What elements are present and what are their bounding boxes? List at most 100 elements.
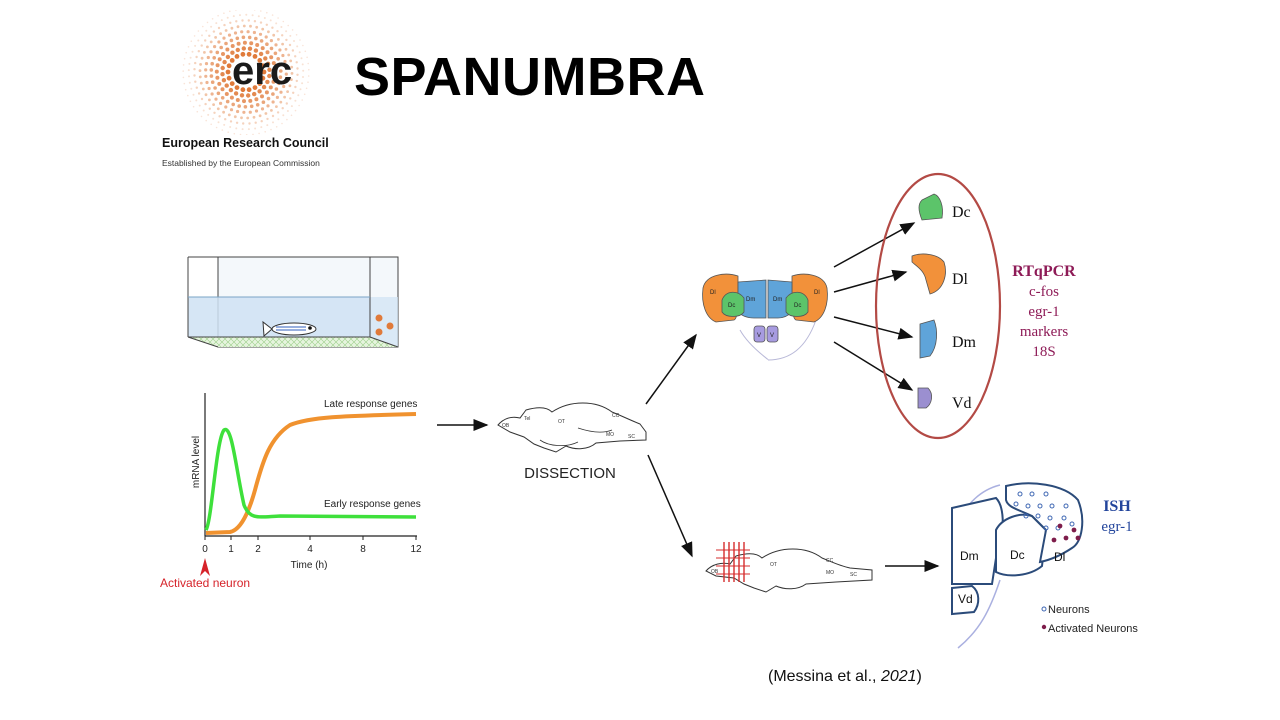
logo-dot [298,51,301,54]
neuron-dot [1035,513,1041,519]
logo-dot [229,58,235,63]
brain-label-ob: OB [502,423,510,429]
logo-dot [290,105,293,108]
logo-dot [221,78,227,83]
logo-dot [217,26,221,30]
logo-dot [283,95,286,99]
logo-dot [247,46,253,51]
logo-dot [208,98,211,102]
logo-dot [193,68,196,71]
neuron-dot [1043,491,1049,497]
logo-dot [261,84,267,90]
logo-dot [214,97,218,101]
logo-dot [189,56,192,59]
legend-neurons: Neurons [1048,604,1090,616]
logo-dot [264,131,266,133]
legend-activated-icon [1041,624,1047,630]
logo-dot [263,17,266,19]
logo-dot [254,109,259,113]
logo-dot [204,62,209,66]
logo-dot [211,18,214,20]
logo-dot [285,30,288,33]
logo-dot [229,21,232,24]
logo-dot [240,87,246,93]
logo-dot [248,122,251,125]
ish-label-dl: Dl [1054,550,1065,564]
brain-label-mo: MO [826,570,834,576]
logo-dot [258,32,263,36]
logo-dot [215,22,218,25]
logo-dot [291,49,295,52]
logo-dot [209,74,214,78]
logo-dot [235,10,237,11]
logo-dot [290,72,294,75]
logo-dot [271,100,275,104]
logo-dot [307,81,309,83]
logo-dot [220,87,225,92]
erc-logo-acronym: erc [232,49,292,93]
section-label: Dl [710,290,716,296]
logo-dot [227,131,229,133]
logo-dot [284,72,288,76]
logo-dot [257,81,263,86]
logo-dot [272,121,274,124]
brain-label-ot: OT [770,562,777,568]
logo-dot [257,89,262,94]
logo-dot [284,66,288,70]
logo-dot [188,62,191,65]
logo-dot [210,92,214,96]
logo-dot [208,107,211,110]
neuron-dot [1029,491,1035,497]
logo-dot [251,14,254,17]
brain-label-cc: CC [826,558,834,564]
logo-dot [236,109,240,114]
logo-dot [248,98,253,103]
rtqpcr-item: egr-1 [1028,304,1059,320]
logo-dot [235,47,240,53]
logo-dot [284,47,288,51]
logo-dot [278,75,283,79]
logo-dot [236,25,240,29]
logo-dot [197,30,200,32]
rtqpcr-text: RTqPCR c-fos egr-1 markers 18S [1012,263,1076,360]
logo-dot [217,40,221,44]
ish-label-dc: Dc [1010,548,1025,562]
neuron-dot [1043,525,1049,531]
logo-dot [201,87,205,91]
region-dc-shape [918,193,943,221]
logo-dot [267,30,270,34]
logo-dot [204,102,207,106]
logo-dot [267,67,272,72]
logo-dot [200,44,203,47]
zebrafish-icon [262,320,317,338]
logo-dot [260,10,262,12]
logo-dot [296,73,299,76]
logo-dot [271,61,276,66]
logo-dot [252,54,258,59]
x-tick-label: 1 [228,544,234,555]
ish-region-vd [951,584,980,616]
logo-dot [294,109,297,112]
logo-dot [210,25,213,28]
logo-dot [225,54,231,60]
logo-dot [190,87,193,90]
logo-dot [223,12,225,14]
logo-dot [241,35,246,40]
logo-dot [277,81,281,86]
logo-dot [222,36,226,40]
logo-dot [255,103,260,107]
logo-dot [279,90,283,94]
logo-dot [232,15,235,18]
logo-dot [249,24,252,28]
logo-dot [212,117,215,120]
brain-label-mo: MO [606,432,614,438]
logo-dot [237,104,241,108]
orange-dot [375,328,383,336]
logo-dot [255,43,260,47]
logo-dot [221,52,225,56]
logo-dot [307,62,309,65]
section-label: V [757,333,761,339]
logo-dot [235,121,239,125]
logo-dot [224,83,229,88]
logo-dot [221,129,224,131]
